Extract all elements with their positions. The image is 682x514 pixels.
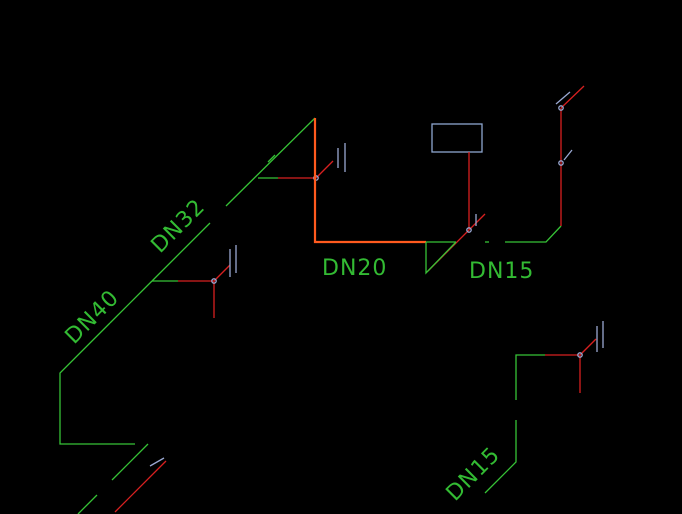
main-pipe-dn32-segment xyxy=(151,222,211,282)
branch-valve-upper xyxy=(278,143,346,181)
riser-node-upper xyxy=(558,105,564,111)
top-right-riser xyxy=(555,85,585,226)
bottom-right-node xyxy=(577,352,583,358)
main-pipe-lower-segment xyxy=(59,322,135,445)
fixture-node xyxy=(466,227,472,233)
main-pipe-dn40-segment xyxy=(109,280,153,324)
fixture-tank xyxy=(431,123,483,153)
label-dn15-lower: DN15 xyxy=(442,442,506,506)
label-dn15-upper: DN15 xyxy=(469,259,534,284)
bottom-right-assembly xyxy=(484,321,604,494)
main-pipe-dash xyxy=(267,154,276,163)
riser-red-top-diagonal xyxy=(560,85,585,109)
label-dn20: DN20 xyxy=(322,256,387,281)
main-pipe-upper-segment xyxy=(225,117,316,207)
main-supply-pipe xyxy=(59,117,316,445)
riser-valve-bar-upper xyxy=(555,91,571,105)
dn15-green-triangle xyxy=(425,241,457,275)
fixture-assembly xyxy=(425,123,562,275)
valve-node xyxy=(211,278,217,284)
bottom-right-red-diagonal xyxy=(579,338,597,356)
riser-valve-bar-lower xyxy=(563,149,573,161)
lower-left-green-pipe-1 xyxy=(111,443,149,481)
dn20-pipe xyxy=(313,118,426,244)
lower-left-red-pipe xyxy=(114,460,167,513)
lower-left-pipes xyxy=(77,443,167,514)
lower-left-green-pipe-2 xyxy=(77,494,98,514)
bottom-right-green-pipe xyxy=(484,420,517,494)
branch-red-diagonal xyxy=(213,264,231,282)
upper-branch-red-diagonal xyxy=(315,160,334,179)
branch-valve-lower xyxy=(178,245,237,318)
dn15-green-riser xyxy=(505,225,562,243)
label-dn32: DN32 xyxy=(147,194,211,258)
lower-left-valve-bar xyxy=(149,457,165,467)
riser-node-lower xyxy=(558,160,564,166)
bottom-right-green-upper xyxy=(515,354,545,400)
